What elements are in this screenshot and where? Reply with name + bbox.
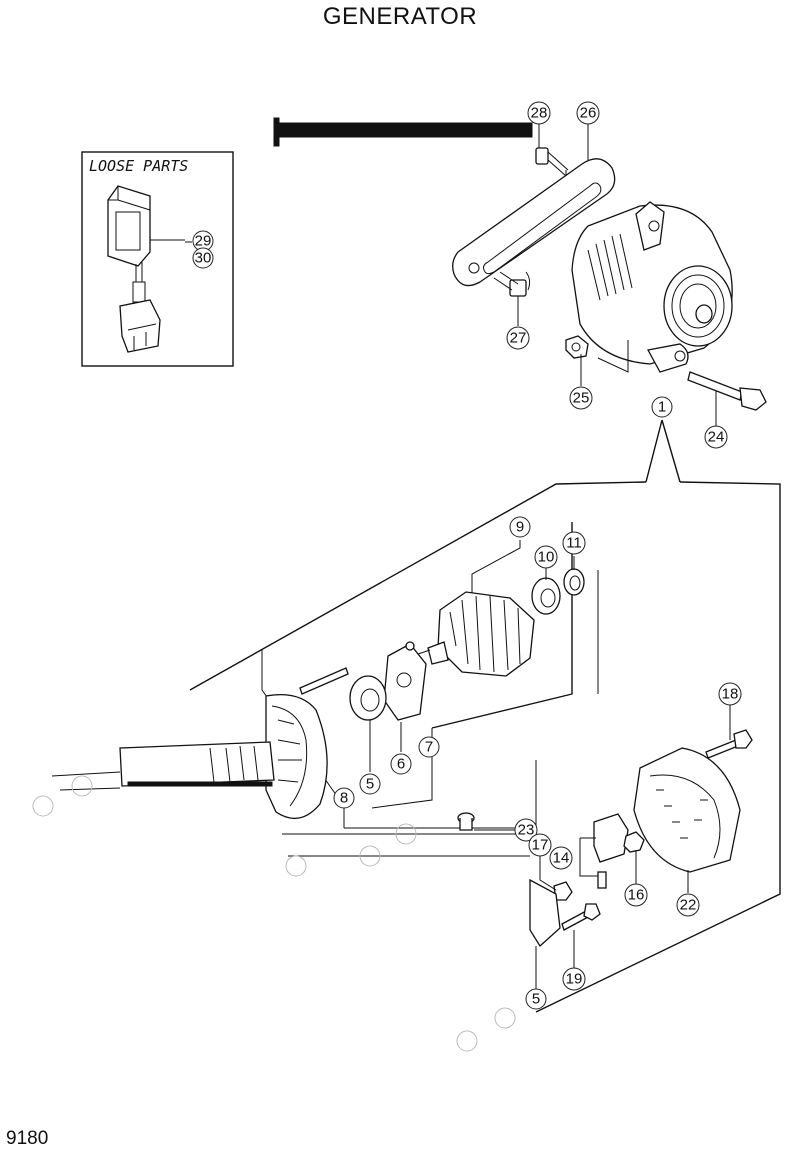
regulator (579, 813, 629, 889)
bolt-24 (687, 371, 767, 411)
svg-text:24: 24 (708, 429, 725, 446)
alternator-assembly (571, 201, 733, 373)
svg-text:27: 27 (510, 330, 527, 347)
callout-28: 28 (527, 101, 551, 125)
lower-bracket (529, 878, 561, 948)
svg-text:10: 10 (538, 549, 555, 566)
callout-10: 10 (534, 545, 558, 569)
relay-module (107, 185, 185, 282)
svg-text:26: 26 (580, 105, 597, 122)
cap-23 (457, 812, 475, 831)
svg-text:1: 1 (658, 399, 666, 416)
callout-6: 6 (390, 753, 412, 775)
svg-text:5: 5 (366, 776, 374, 793)
page-title: GENERATOR (322, 3, 478, 30)
callout-5-lower: 5 (525, 988, 547, 1010)
svg-text:22: 22 (680, 897, 697, 914)
svg-text:19: 19 (566, 971, 583, 988)
callout-8: 8 (333, 787, 355, 809)
svg-text:30: 30 (195, 250, 212, 267)
bolt-18 (705, 729, 753, 759)
callout-29: 29 (192, 230, 214, 252)
callout-18: 18 (718, 682, 742, 706)
callout-7: 7 (418, 736, 440, 758)
nut-16 (623, 831, 645, 853)
ghost-circles (32, 775, 516, 1052)
svg-text:7: 7 (425, 739, 433, 756)
callout-26: 26 (576, 101, 600, 125)
svg-text:8: 8 (340, 790, 348, 807)
callout-24: 24 (704, 425, 728, 449)
callout-27: 27 (506, 326, 530, 350)
callout-22: 22 (676, 893, 700, 917)
svg-text:11: 11 (566, 535, 582, 552)
callout-19: 19 (562, 967, 586, 991)
loose-parts-label: LOOSE PARTS (89, 157, 188, 175)
callout-23: 23 (514, 818, 538, 842)
svg-text:28: 28 (531, 105, 548, 122)
rear-cover (633, 747, 741, 873)
bearing-5 (349, 675, 387, 721)
callout-25: 25 (569, 386, 593, 410)
callout-30: 30 (192, 247, 214, 269)
svg-text:5: 5 (532, 991, 540, 1008)
spacer-11 (563, 568, 585, 596)
callout-11: 11 (562, 531, 586, 555)
callout-17: 17 (528, 833, 552, 857)
callout-14: 14 (549, 846, 573, 870)
svg-text:29: 29 (195, 233, 212, 250)
connector-plug (119, 281, 161, 353)
bolt-19 (561, 903, 601, 931)
adjust-plate (452, 158, 616, 287)
bolt-28 (535, 147, 569, 177)
nut-25 (565, 335, 589, 359)
leader-lines (185, 124, 731, 990)
svg-text:16: 16 (628, 887, 645, 904)
svg-text:18: 18 (722, 686, 739, 703)
callout-9: 9 (509, 516, 531, 538)
callout-16: 16 (624, 883, 648, 907)
top-bar-part (273, 117, 533, 147)
bearing-10 (531, 577, 561, 615)
guide-lines (282, 833, 532, 857)
page-number: 9180 (6, 1128, 49, 1149)
loose-parts-box: LOOSE PARTS (81, 151, 234, 367)
svg-text:23: 23 (518, 822, 535, 839)
svg-text:25: 25 (573, 390, 590, 407)
callout-5-upper: 5 (359, 773, 381, 795)
svg-text:9: 9 (516, 519, 524, 536)
rotor (417, 591, 535, 677)
through-bolt (299, 667, 349, 695)
svg-text:6: 6 (397, 756, 405, 773)
front-housing (51, 693, 328, 820)
svg-text:14: 14 (553, 850, 570, 867)
bolt-27 (493, 271, 531, 297)
svg-text:17: 17 (532, 837, 549, 854)
callout-1: 1 (651, 396, 673, 418)
